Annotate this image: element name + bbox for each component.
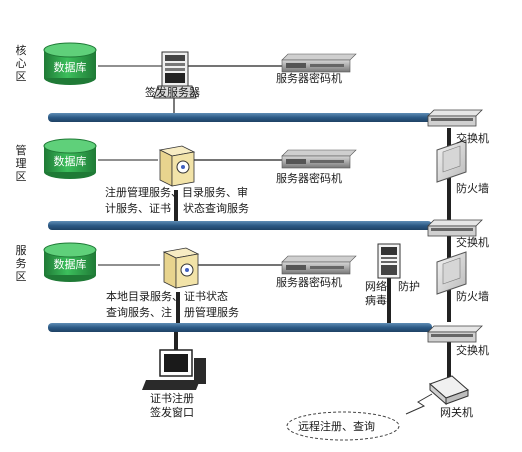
management-crypto-machine-icon [281,149,357,169]
workstation-icon [142,349,206,390]
wireless-link [405,393,433,415]
core-backbone [48,113,432,122]
protection-label: 防护 [398,280,420,293]
remote-label: 远程注册、查询 [298,420,375,433]
management-services-line1: 注册管理服务、目录服务、审 [105,186,248,199]
gateway-label: 网关机 [440,406,473,419]
workstation-line1: 证书注册 [150,392,194,405]
core-database-icon [43,42,97,85]
switch-1-icon [427,109,483,127]
core-database-label: 数据库 [53,61,87,74]
switch-2-label: 交换机 [456,236,489,249]
switch-1-label: 交换机 [456,132,489,145]
service-server-icon [162,247,200,289]
management-database-icon [43,138,97,179]
firewall-2-label: 防火墙 [456,290,489,303]
service-services-line2: 查询服务、注 [106,306,172,319]
management-server-icon [158,145,196,187]
service-services-line3b: 册管理服务 [184,306,239,319]
core-crypto-label: 服务器密码机 [276,72,342,85]
firewall-1-label: 防火墙 [456,182,489,195]
service-database-label: 数据库 [53,258,87,271]
management-crypto-label: 服务器密码机 [276,172,342,185]
management-services-line2: 计服务、证书 [105,202,171,215]
service-database-icon [43,242,97,282]
service-crypto-machine-icon [281,255,357,275]
antivirus-label: 网络病毒 [365,280,387,307]
switch-3-icon [427,325,483,343]
service-backbone [48,323,432,332]
antivirus-device-icon [377,243,401,279]
gateway-icon [429,375,469,406]
zone-label-service: 服务区 [15,244,27,283]
signing-server-icon [153,51,197,99]
management-services-line3: 状态查询服务 [183,202,249,215]
management-backbone [48,221,432,230]
zone-label-core: 核心区 [15,44,27,83]
management-database-label: 数据库 [53,155,87,168]
workstation-line2: 签发窗口 [150,406,194,419]
service-crypto-label: 服务器密码机 [276,276,342,289]
service-services-line3a: 证书状态 [184,290,228,303]
remote-cloud [286,411,400,441]
service-services-line1: 本地目录服务、 [106,290,183,303]
core-crypto-machine-icon [281,53,357,73]
switch-2-icon [427,219,483,237]
firewall-1-icon [436,139,467,183]
zone-label-management: 管理区 [15,144,27,183]
signing-server-label: 签发服务器 [145,86,200,99]
switch-3-label: 交换机 [456,344,489,357]
firewall-2-icon [436,251,467,295]
